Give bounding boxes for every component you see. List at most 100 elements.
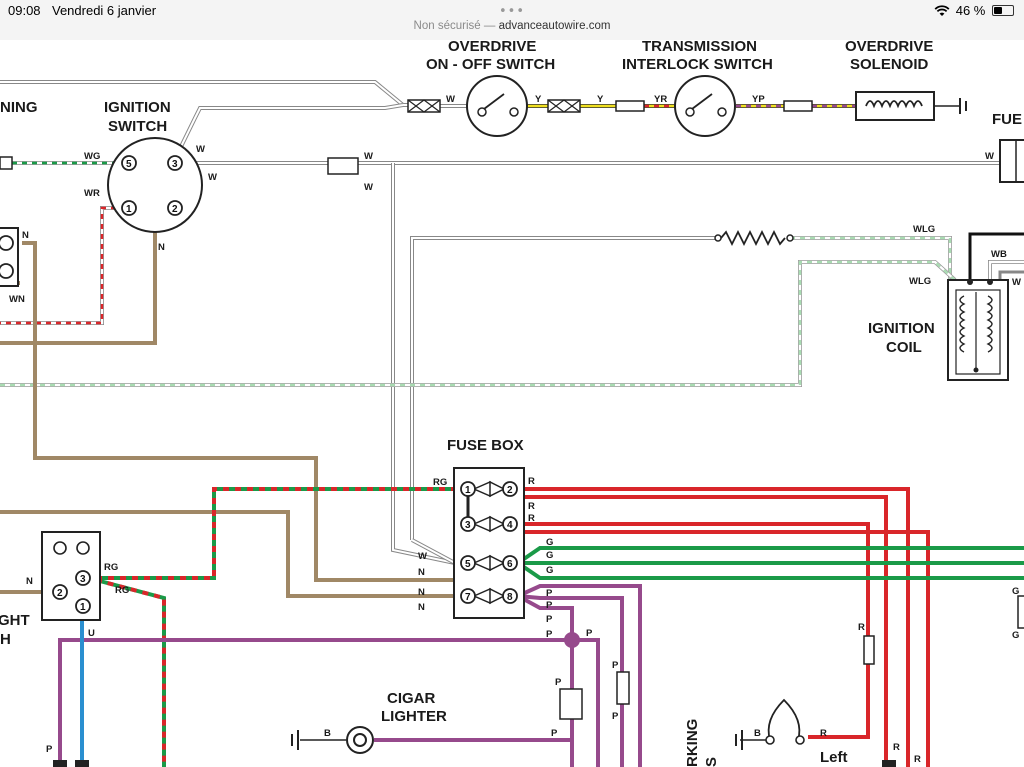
battery-icon	[992, 5, 1014, 16]
coil-wires	[968, 232, 1024, 280]
light-switch-label-1: GHT	[0, 612, 30, 629]
ign-pin-3-label: 3	[172, 159, 178, 170]
parking-label: RKING	[684, 719, 701, 767]
cigar-lighter-label-2: LIGHTER	[381, 708, 447, 725]
overdrive-solenoid-label-2: SOLENOID	[850, 56, 929, 73]
wire-code-r: R	[528, 513, 535, 524]
bottom-connector	[53, 760, 67, 767]
wire-code-yp: YP	[752, 94, 765, 105]
wire-code-p: P	[546, 629, 553, 640]
transmission-switch-label-2: INTERLOCK SWITCH	[622, 56, 773, 73]
address-bar[interactable]: Non sécurisé — advanceautowire.com	[0, 20, 1024, 32]
wire-code-w: W	[446, 94, 455, 105]
cigar-lighter	[291, 726, 374, 754]
fuse-pin-5: 5	[465, 559, 471, 570]
ls-pin-2: 2	[57, 588, 63, 599]
fuse-pin-2: 2	[507, 485, 513, 496]
green-wires	[516, 546, 1024, 580]
wire-code-r: R	[528, 501, 535, 512]
wire-code-wn: WN	[9, 294, 25, 305]
wire-code-w: W	[196, 144, 205, 155]
ignition-switch-label-1: IGNITION	[104, 99, 171, 116]
warning-label: NING	[0, 99, 38, 116]
wire-code-r: R	[858, 622, 865, 633]
bottom-connector	[75, 760, 89, 767]
wire-code-n: N	[26, 576, 33, 587]
ls-pin-3: 3	[80, 574, 86, 585]
wire-code-p: P	[46, 744, 53, 755]
fuse-pin-4: 4	[507, 520, 513, 531]
status-date: Vendredi 6 janvier	[52, 3, 157, 18]
wire-code-p: P	[555, 677, 562, 688]
transmission-switch	[674, 75, 736, 137]
ignition-coil	[947, 279, 1009, 381]
wire-code-n: N	[418, 602, 425, 613]
rg-wires	[95, 487, 460, 767]
wire-code-g: G	[1012, 586, 1019, 597]
wire-code-rg: RG	[433, 477, 447, 488]
more-dots-icon[interactable]: •••	[499, 4, 526, 19]
ignition-switch-label-2: SWITCH	[108, 118, 167, 135]
battery-percent: 46 %	[955, 3, 986, 18]
wire-code-w: W	[208, 172, 217, 183]
wifi-icon	[934, 5, 950, 16]
wg-connector	[0, 156, 13, 170]
wlg-wires	[0, 236, 957, 387]
overdrive-connectors	[327, 99, 813, 175]
fuse-pin-3: 3	[465, 520, 471, 531]
ign-pin-1-label: 1	[126, 204, 132, 215]
cigar-inline-fuse	[559, 688, 583, 720]
wire-code-p: P	[586, 628, 593, 639]
wire-code-g: G	[546, 565, 553, 576]
ign-pin-1	[121, 200, 137, 216]
wire-code-n: N	[22, 230, 29, 241]
fuse-box-label: FUSE BOX	[447, 437, 524, 454]
wire-code-r: R	[893, 742, 900, 753]
wire-code-w: W	[364, 151, 373, 162]
right-partial-component	[1017, 595, 1024, 629]
battery-fill	[994, 7, 1002, 14]
wire-code-wb: WB	[991, 249, 1007, 260]
wire-code-u: U	[88, 628, 95, 639]
wire-code-labels: W Y Y YR YP W W W W W WG WR N N WN WLG W…	[9, 94, 1021, 765]
wire-code-g: G	[1012, 630, 1019, 641]
wire-code-w: W	[1012, 277, 1021, 288]
wire-code-n: N	[418, 587, 425, 598]
wire-code-wlg: WLG	[913, 224, 935, 235]
left-lamp-label: Left	[820, 749, 848, 766]
wiring-diagram: 5 3 1 2	[0, 40, 1024, 767]
parking-label-2: S	[703, 757, 720, 767]
ls-pin-1: 1	[80, 602, 86, 613]
purple-inline-component	[616, 671, 630, 705]
wr-wire	[0, 206, 116, 325]
fuel-component-partial	[999, 139, 1024, 183]
fuse-pin-6: 6	[507, 559, 513, 570]
bottom-connector	[882, 760, 896, 767]
wire-code-p: P	[612, 660, 619, 671]
purple-wires	[58, 584, 642, 767]
fuel-label: FUE	[992, 111, 1022, 128]
overdrive-solenoid	[855, 91, 967, 121]
wire-code-p: P	[546, 614, 553, 625]
wire-code-b: B	[324, 728, 331, 739]
wire-code-p: P	[612, 711, 619, 722]
wire-code-n: N	[418, 567, 425, 578]
light-switch: 2 3 1	[41, 531, 101, 621]
ign-pin-5-label: 5	[126, 159, 132, 170]
wire-code-y: Y	[535, 94, 542, 105]
wire-code-w: W	[418, 551, 427, 562]
ignition-coil-label-1: IGNITION	[868, 320, 935, 337]
overdrive-solenoid-label-1: OVERDRIVE	[845, 40, 933, 55]
ign-pin-5	[121, 155, 137, 171]
cigar-lighter-label-1: CIGAR	[387, 690, 436, 707]
ballast-resistor	[714, 229, 794, 247]
wire-code-wg: WG	[84, 151, 100, 162]
browser-status-bar: 09:08 Vendredi 6 janvier ••• Non sécuris…	[0, 0, 1024, 40]
ign-pin-2	[167, 200, 183, 216]
overdrive-switch	[466, 75, 528, 137]
status-indicators: 46 %	[934, 3, 1014, 18]
red-inline-component	[863, 635, 875, 665]
status-time: 09:08	[8, 3, 41, 18]
wire-code-yr: YR	[654, 94, 667, 105]
fuse-box: 1 2 3 4 5 6 7 8	[453, 467, 525, 619]
